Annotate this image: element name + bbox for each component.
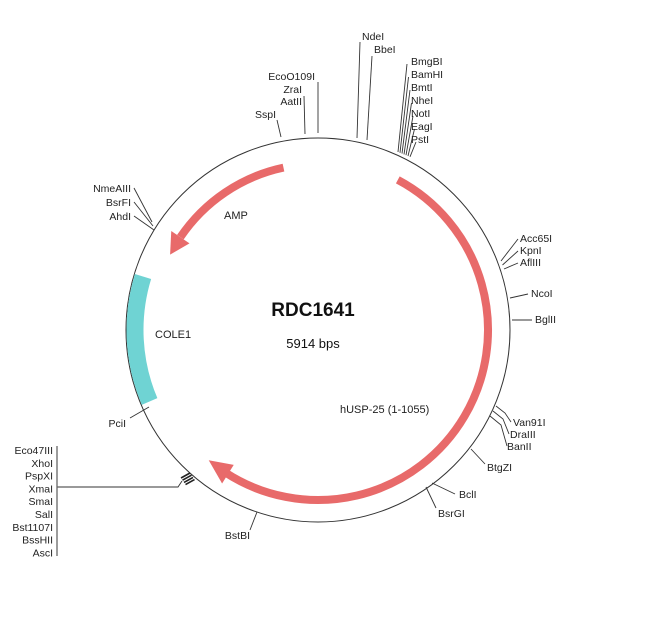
site-cluster-left[interactable]: NmeAIII BsrFI AhdI: [93, 183, 155, 231]
site-bbei[interactable]: BbeI: [366, 44, 396, 141]
site-bstbi[interactable]: BstBI: [225, 511, 258, 542]
site-bmgbi[interactable]: BmgBI: [411, 56, 443, 68]
site-acc65i[interactable]: Acc65I: [520, 233, 552, 245]
site-xhoi[interactable]: XhoI: [31, 458, 53, 470]
site-psti[interactable]: PstI: [411, 134, 429, 146]
site-draiii[interactable]: DraIII: [510, 429, 536, 441]
svg-text:ZraI: ZraI: [283, 84, 302, 96]
cole1-label: COLE1: [155, 329, 191, 341]
site-eagi[interactable]: EagI: [411, 121, 433, 133]
site-bcli[interactable]: BclI: [431, 482, 477, 501]
husp-arrow[interactable]: [223, 176, 492, 504]
site-ncoi[interactable]: NcoI: [509, 288, 553, 300]
svg-text:NdeI: NdeI: [362, 31, 384, 43]
site-sspi[interactable]: SspI: [255, 109, 282, 138]
plasmid-size: 5914 bps: [286, 336, 340, 351]
site-kpni[interactable]: KpnI: [520, 245, 542, 257]
site-smai[interactable]: SmaI: [28, 496, 53, 508]
site-nmeaiii[interactable]: NmeAIII: [93, 183, 131, 195]
site-sali[interactable]: SalI: [35, 509, 53, 521]
site-pspxi[interactable]: PspXI: [25, 471, 53, 483]
amp-label: AMP: [224, 210, 248, 222]
husp-arrowhead: [208, 460, 234, 484]
plasmid-backbone: [125, 137, 511, 523]
svg-text:EcoO109I: EcoO109I: [268, 71, 315, 83]
site-zrai-aatii[interactable]: ZraI AatII: [280, 84, 306, 135]
site-van91i[interactable]: Van91I: [513, 417, 546, 429]
amp-arrowhead: [170, 231, 190, 255]
site-bamhi[interactable]: BamHI: [411, 69, 443, 81]
svg-text:NcoI: NcoI: [531, 288, 553, 300]
svg-text:SspI: SspI: [255, 109, 276, 121]
site-bsrfi[interactable]: BsrFI: [106, 197, 131, 209]
site-bglii[interactable]: BglII: [512, 314, 556, 326]
site-xmai[interactable]: XmaI: [28, 483, 53, 495]
site-afliii[interactable]: AflIII: [520, 257, 541, 269]
site-asci[interactable]: AscI: [33, 547, 53, 559]
cole1-feature[interactable]: [126, 274, 158, 405]
site-bst1107i[interactable]: Bst1107I: [12, 522, 53, 534]
site-banii[interactable]: BanII: [507, 441, 532, 453]
svg-text:BglII: BglII: [535, 314, 556, 326]
site-nhei[interactable]: NheI: [411, 95, 433, 107]
amp-arrow[interactable]: [177, 163, 285, 240]
site-btgzi[interactable]: BtgZI: [470, 448, 512, 474]
plasmid-name: RDC1641: [271, 300, 355, 321]
site-ecoo109i[interactable]: EcoO109I: [268, 71, 319, 133]
site-cluster-mcs[interactable]: Eco47IIIXhoIPspXIXmaISmaISalIBst1107IBss…: [12, 445, 195, 559]
svg-text:AatII: AatII: [280, 96, 302, 108]
site-eco47iii[interactable]: Eco47III: [14, 445, 53, 457]
svg-text:BclI: BclI: [459, 489, 477, 501]
svg-text:BtgZI: BtgZI: [487, 462, 512, 474]
svg-text:BstBI: BstBI: [225, 530, 250, 542]
site-pcii[interactable]: PciI: [108, 406, 150, 430]
site-noti[interactable]: NotI: [411, 108, 430, 120]
site-bsrgi[interactable]: BsrGI: [425, 486, 465, 520]
site-ahdi[interactable]: AhdI: [109, 211, 131, 223]
husp-label: hUSP-25 (1-1055): [340, 404, 429, 416]
site-bsshii[interactable]: BssHII: [22, 535, 53, 547]
svg-text:BsrGI: BsrGI: [438, 508, 465, 520]
svg-text:PciI: PciI: [108, 418, 126, 430]
site-ndei[interactable]: NdeI: [356, 31, 384, 139]
site-bmti[interactable]: BmtI: [411, 82, 433, 94]
svg-text:BbeI: BbeI: [374, 44, 396, 56]
